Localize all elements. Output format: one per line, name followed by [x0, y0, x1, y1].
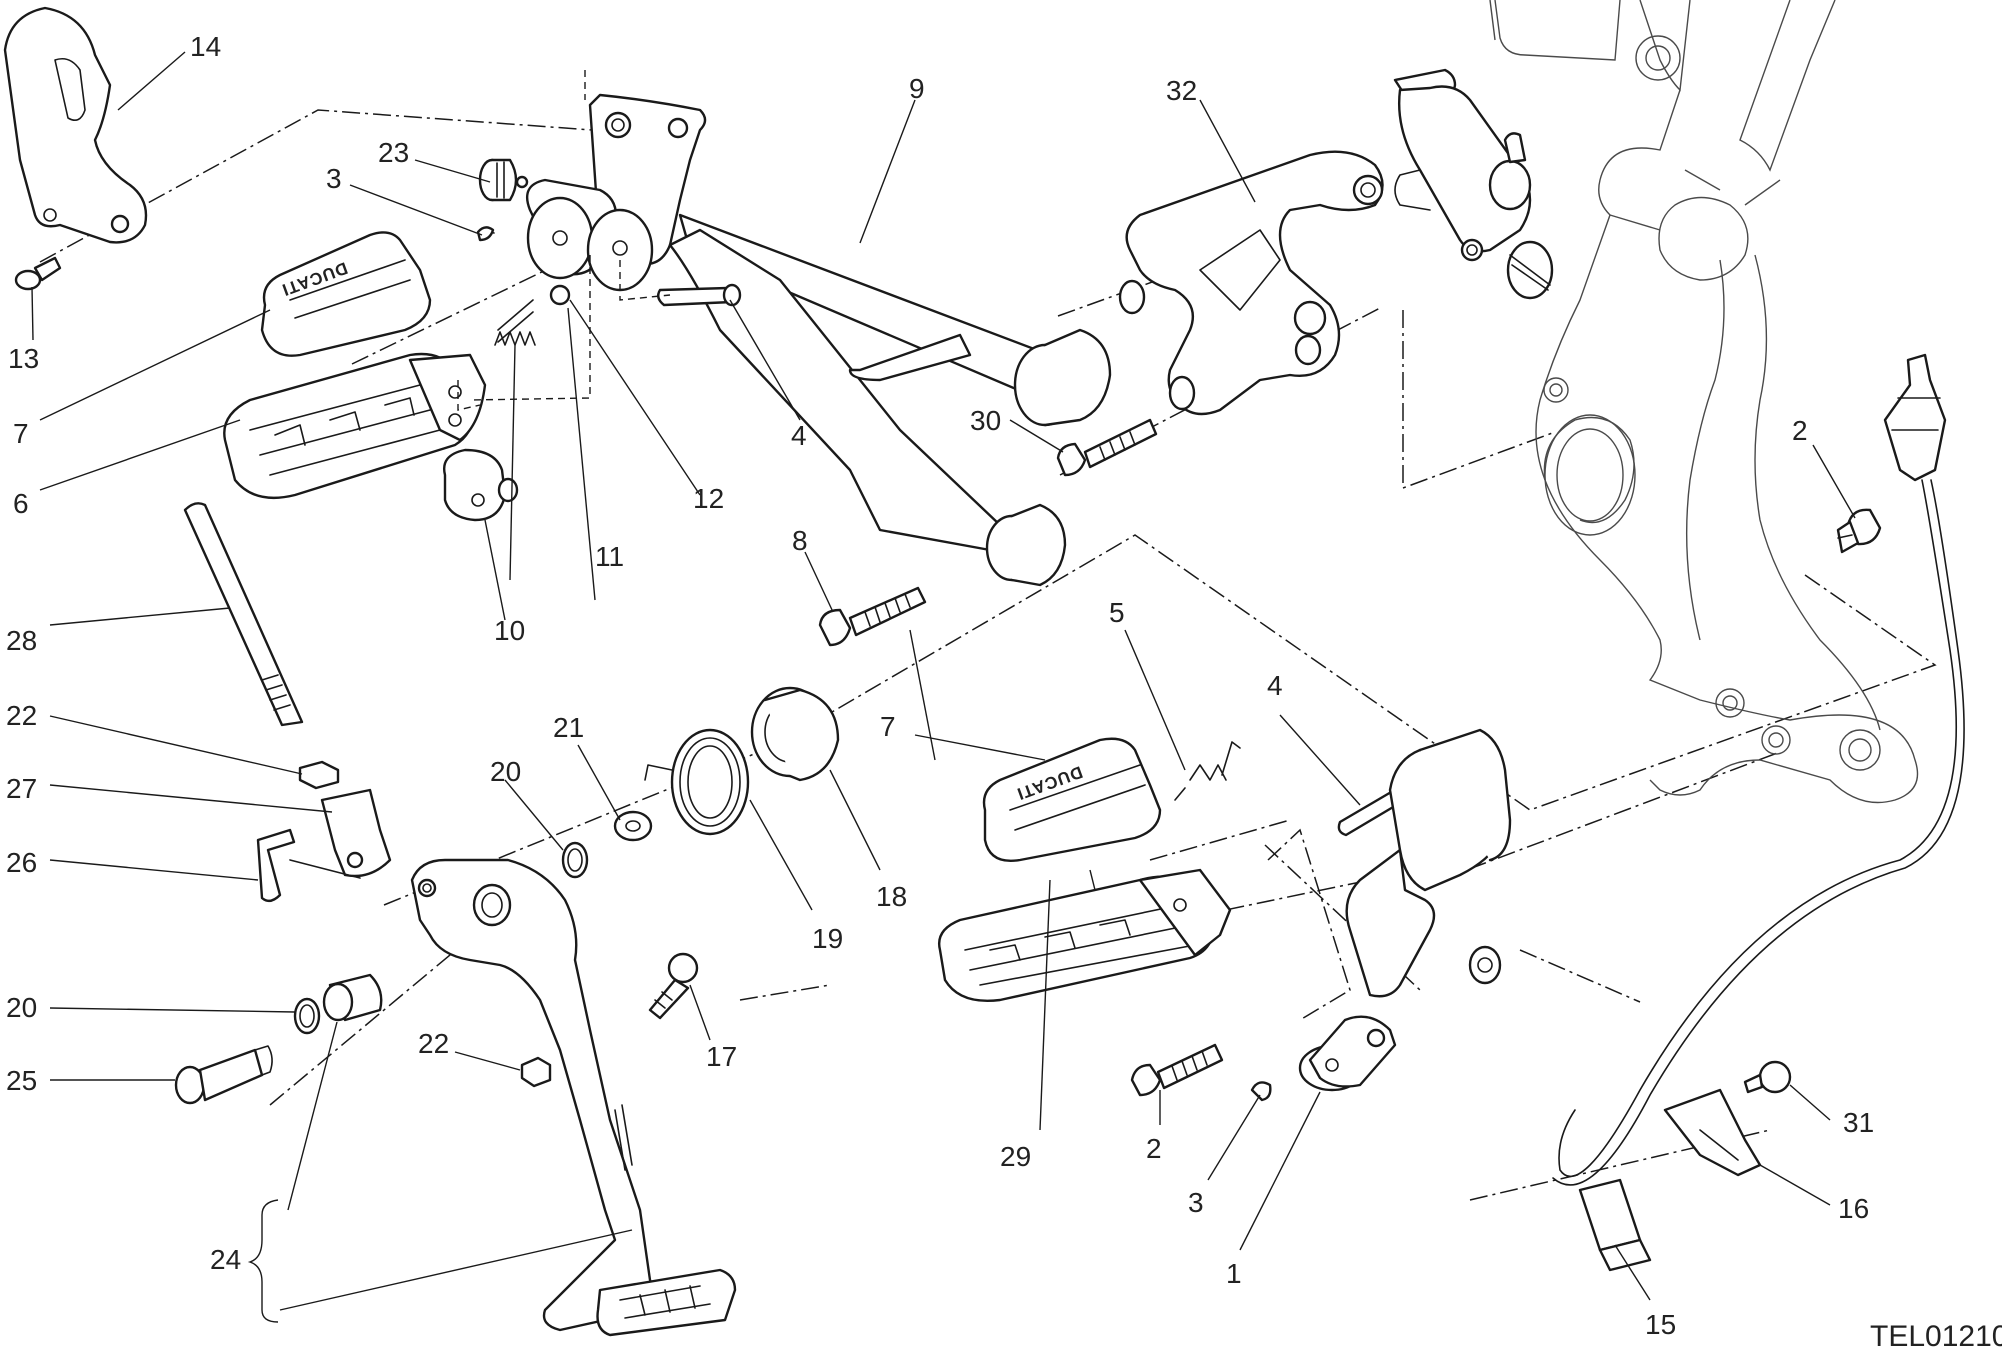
sensor-cable	[1552, 353, 1965, 1186]
part-19-spring	[644, 728, 750, 836]
part-3-clip-lower	[1250, 1081, 1272, 1102]
callout-29: 29	[1000, 1141, 1031, 1172]
callout-4-lower: 4	[1267, 670, 1283, 701]
callout-24: 24	[210, 1244, 241, 1275]
part-10-cap	[443, 448, 519, 522]
leader-lines	[31, 51, 1856, 1323]
part-11-spring	[494, 299, 536, 346]
part-2-bolt-lower	[1130, 1043, 1224, 1097]
part-18-bushing	[750, 686, 840, 782]
callout-8: 8	[792, 525, 808, 556]
callout-20-lower: 20	[6, 992, 37, 1023]
callout-2-upper: 2	[1792, 415, 1808, 446]
part-14-plate	[3, 6, 148, 244]
part-4-pin-upper	[657, 283, 742, 307]
callout-1: 1	[1226, 1258, 1242, 1289]
part-7-footpeg-cover-lower: DUCATI	[982, 737, 1162, 862]
callout-30: 30	[970, 405, 1001, 436]
callout-15: 15	[1645, 1309, 1676, 1340]
callout-5: 5	[1109, 597, 1125, 628]
part-29-footpeg	[938, 868, 1232, 1002]
part-32-bracket	[1118, 150, 1384, 416]
part-15-connector	[1578, 1178, 1652, 1272]
part-22-nut-upper	[298, 760, 340, 790]
callout-20-upper: 20	[490, 756, 521, 787]
part-21-washer	[613, 810, 653, 842]
part-13-screw	[14, 256, 62, 291]
part-20-oring-lower	[293, 997, 321, 1035]
callout-25: 25	[6, 1065, 37, 1096]
callout-19: 19	[812, 923, 843, 954]
part-31-screw	[1743, 1060, 1792, 1094]
callout-21: 21	[553, 712, 584, 743]
callout-2-lower: 2	[1146, 1133, 1162, 1164]
callout-13: 13	[8, 343, 39, 374]
frame-bracket	[1489, 0, 1919, 804]
drawing-code: TEL01210	[1870, 1320, 2002, 1353]
callout-10: 10	[494, 615, 525, 646]
part-25-bolt	[174, 1045, 273, 1105]
part-26-clip	[256, 828, 361, 903]
callout-17: 17	[706, 1041, 737, 1072]
callout-23: 23	[378, 137, 409, 168]
part-9-arm	[588, 93, 1112, 587]
callout-9: 9	[909, 73, 925, 104]
callout-31: 31	[1843, 1107, 1874, 1138]
part-7-footpeg-cover-upper: DUCATI	[260, 231, 432, 357]
pivot-bosses-upper	[476, 178, 654, 292]
callout-7-lower: 7	[880, 711, 896, 742]
callout-26: 26	[6, 847, 37, 878]
part-2-bolt-upper	[1836, 508, 1882, 554]
callout-32: 32	[1166, 75, 1197, 106]
callout-16: 16	[1838, 1193, 1869, 1224]
callout-22-lower: 22	[418, 1028, 449, 1059]
master-cylinder	[1393, 68, 1554, 300]
callout-12: 12	[693, 483, 724, 514]
part-17-bolt	[648, 952, 699, 1020]
part-6-footpeg	[223, 352, 487, 499]
part-1-bracket	[1298, 728, 1512, 1092]
part-12-ball	[549, 284, 571, 306]
part-27-clevis	[320, 788, 392, 878]
callout-4-upper: 4	[791, 420, 807, 451]
part-28-rod	[183, 502, 304, 727]
callout-11: 11	[595, 541, 624, 572]
part-24-bushing-lower	[322, 973, 383, 1022]
callout-27: 27	[6, 773, 37, 804]
callout-3-upper: 3	[326, 163, 342, 194]
part-5-spring	[1174, 741, 1241, 801]
callout-18: 18	[876, 881, 907, 912]
part-30-bolt	[1056, 418, 1158, 477]
hidden-lines	[457, 70, 671, 411]
part-23-stop	[478, 158, 529, 202]
part-24-brake-pedal	[410, 858, 737, 1337]
callout-28: 28	[6, 625, 37, 656]
callout-7-upper: 7	[13, 418, 29, 449]
part-22-nut-lower	[520, 1056, 552, 1088]
callout-22-upper: 22	[6, 700, 37, 731]
callout-6: 6	[13, 488, 29, 519]
part-16-bracket	[1663, 1088, 1762, 1177]
callout-numbers: 14 13 3 23 7 6 11 12 10 4 9 32 30 8 2 28…	[6, 31, 1874, 1340]
part-8-bolt	[818, 586, 927, 647]
callout-14: 14	[190, 31, 221, 62]
callout-3-lower: 3	[1188, 1187, 1204, 1218]
part-20-oring-upper	[561, 841, 589, 879]
